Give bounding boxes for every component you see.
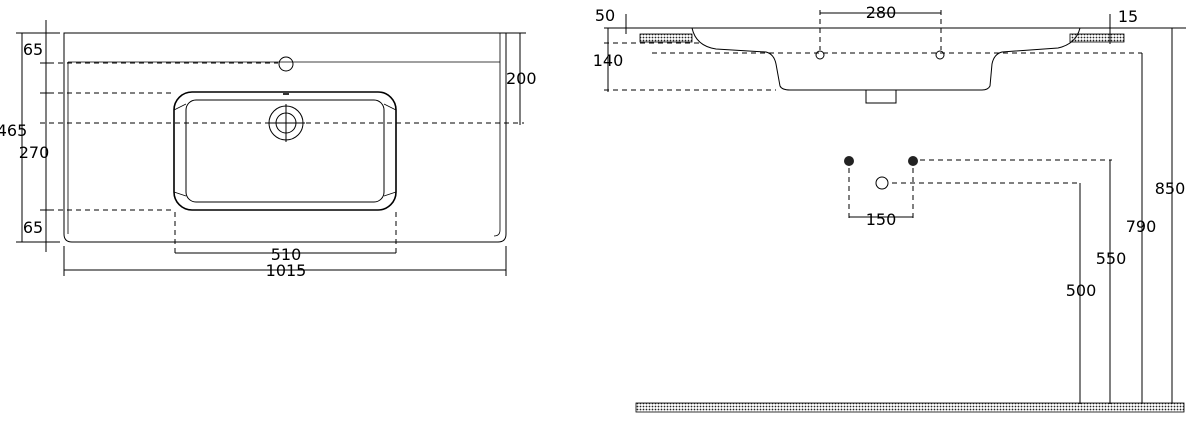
dim-line-50 [604,14,640,34]
dim-label-280: 280 [866,3,897,22]
tap-hole-right [935,50,945,60]
countertop-edge-right [493,33,501,237]
dim-label-140: 140 [593,51,624,70]
dim-label-1015: 1015 [266,261,307,280]
dim-label-550: 550 [1096,249,1127,268]
dim-label-50: 50 [595,6,615,25]
dim-label-850: 850 [1155,179,1186,198]
pipe-left [844,156,854,166]
tap-hole-left [815,50,825,60]
dim-label-15: 15 [1118,7,1138,26]
dim-label-150: 150 [866,210,897,229]
countertop-outline [63,32,507,243]
dim-label-790: 790 [1126,217,1157,236]
dim-label-65-top: 65 [23,40,43,59]
dim-line-1015 [63,246,507,276]
drain-outlet [865,90,897,104]
dim-label-465: 465 [0,121,27,140]
drain-icon [267,93,305,142]
side-view: 50 140 280 15 150 850 790 550 500 [593,3,1186,413]
dim-label-65-bottom: 65 [23,218,43,237]
dim-label-500: 500 [1066,281,1097,300]
waste-outlet [875,176,889,190]
top-view: 65 465 270 65 200 510 1015 [0,20,537,280]
dim-line-200 [506,32,526,125]
pipe-right [908,156,918,166]
basin-outer [173,91,397,211]
dim-label-510: 510 [271,245,302,264]
floor-hatch [635,402,1185,413]
basin-profile [691,27,1081,91]
basin-corner-bevels [173,103,397,197]
basin-inner [185,99,385,203]
tap-hole [278,56,294,72]
wall-bracket-right [1069,33,1125,43]
wall-bracket-left [639,33,693,43]
dim-label-200: 200 [506,69,537,88]
dim-label-270: 270 [19,143,50,162]
dim-line-465 [16,32,60,243]
